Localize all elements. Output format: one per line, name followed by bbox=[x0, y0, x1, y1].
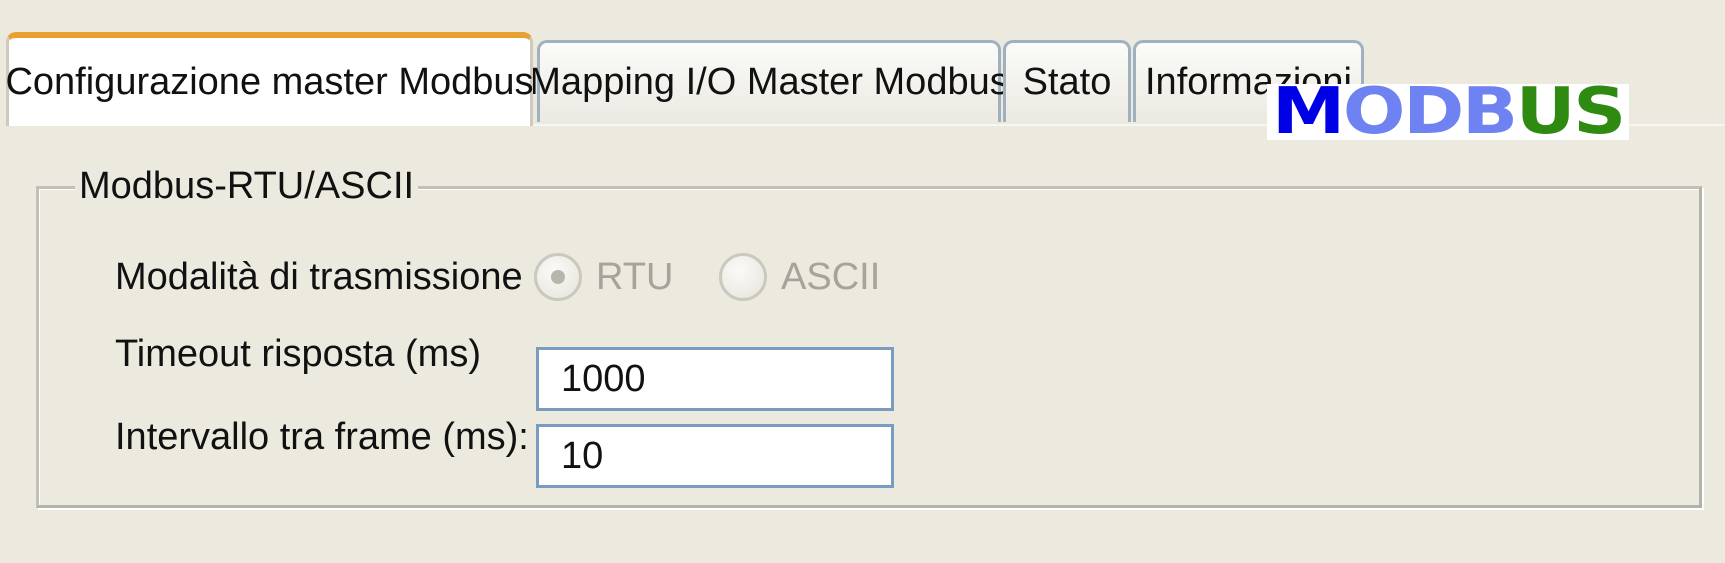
radio-selected-dot bbox=[551, 270, 565, 284]
radio-ascii-indicator[interactable] bbox=[719, 253, 767, 301]
modbus-rtu-ascii-group: Modbus-RTU/ASCII Modalità di trasmission… bbox=[36, 161, 1702, 508]
tab-label: Mapping I/O Master Modbus bbox=[529, 61, 1009, 103]
tab-label: Configurazione master Modbus bbox=[5, 60, 534, 103]
tab-configurazione-master-modbus[interactable]: Configurazione master Modbus bbox=[5, 32, 534, 126]
response-timeout-label: Timeout risposta (ms) bbox=[115, 333, 481, 375]
frame-interval-input[interactable] bbox=[536, 424, 894, 488]
tab-stato[interactable]: Stato bbox=[1003, 40, 1131, 122]
logo-letters-us: US bbox=[1516, 84, 1624, 140]
group-title: Modbus-RTU/ASCII bbox=[75, 161, 419, 211]
radio-ascii-label: ASCII bbox=[781, 256, 881, 298]
radio-rtu-label: RTU bbox=[596, 256, 674, 298]
tab-label: Stato bbox=[1022, 61, 1112, 103]
radio-rtu-indicator[interactable] bbox=[534, 253, 582, 301]
logo-letter-m: M bbox=[1272, 84, 1343, 140]
transmission-mode-label: Modalità di trasmissione bbox=[115, 256, 523, 298]
frame-interval-label: Intervallo tra frame (ms): bbox=[115, 416, 529, 458]
tab-panel: Modbus-RTU/ASCII Modalità di trasmission… bbox=[12, 124, 1724, 560]
radio-rtu[interactable]: RTU bbox=[534, 252, 673, 302]
radio-ascii[interactable]: ASCII bbox=[719, 252, 880, 302]
logo-letters-odb: ODB bbox=[1343, 84, 1516, 140]
response-timeout-input[interactable] bbox=[536, 347, 894, 411]
tab-mapping-io-master-modbus[interactable]: Mapping I/O Master Modbus bbox=[529, 40, 1009, 122]
